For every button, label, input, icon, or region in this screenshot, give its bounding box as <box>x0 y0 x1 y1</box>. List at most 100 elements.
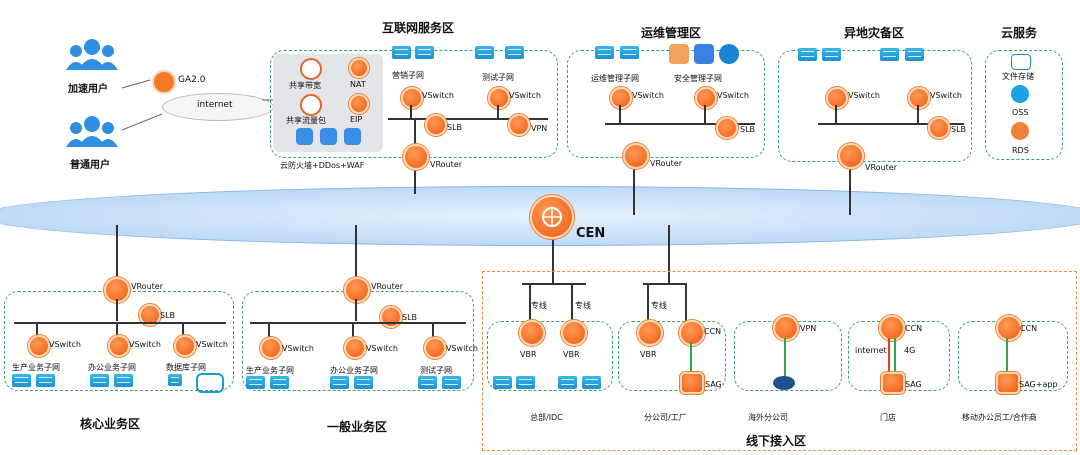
vswitch-label: VSwitch <box>930 91 962 100</box>
vswitch-label: VSwitch <box>129 340 161 349</box>
waf-icon <box>344 128 361 145</box>
test-subnet-label: 测试子网 <box>420 366 452 375</box>
vswitch-label: VSwitch <box>196 340 228 349</box>
ccn-label: CCN <box>704 327 722 336</box>
vswitch-icon <box>908 87 930 109</box>
vswitch-icon <box>260 337 282 359</box>
vswitch-label: VSwitch <box>282 344 314 353</box>
slb-icon <box>928 117 950 139</box>
offline-zone-title: 线下接入区 <box>746 434 807 448</box>
slb-icon <box>425 114 447 136</box>
slb-label: SLB <box>740 125 756 134</box>
cen-icon <box>530 195 574 239</box>
vpn-label: VPN <box>800 324 817 333</box>
vbr-label: VBR <box>640 350 657 359</box>
prod-subnet-label: 生产业务子网 <box>246 366 294 375</box>
slb-icon <box>380 306 402 328</box>
file-storage-label: 文件存储 <box>1002 72 1034 81</box>
vswitch-icon <box>108 335 130 357</box>
offline-zone-box <box>482 271 1077 451</box>
vswitch-label: VSwitch <box>509 91 541 100</box>
vpn-icon <box>508 114 530 136</box>
office-subnet-label: 办公业务子网 <box>330 366 378 375</box>
dr-zone-box <box>778 50 972 162</box>
eip-label: EIP <box>350 115 363 124</box>
test-subnet-label: 测试子网 <box>482 73 514 82</box>
vbr-icon <box>519 320 545 346</box>
firewall-icon <box>296 128 313 145</box>
ccn-icon <box>996 315 1022 341</box>
vrouter-label: VRouter <box>131 282 163 291</box>
vswitch-label: VSwitch <box>422 91 454 100</box>
internet-cloud <box>162 93 274 121</box>
vswitch-label: VSwitch <box>49 340 81 349</box>
sag-icon <box>680 372 704 394</box>
sag-app-label: SAG+app <box>1019 380 1058 389</box>
line-label: 专线 <box>531 301 547 310</box>
slb-label: SLB <box>951 125 967 134</box>
dr-zone-title: 异地灾备区 <box>844 26 905 40</box>
shared-bandwidth-label: 共享带宽 <box>289 81 321 90</box>
vbr-icon <box>637 320 663 346</box>
firewall-label: 云防火墙+DDos+WAF <box>280 161 365 170</box>
cloud-zone-box <box>985 50 1063 160</box>
eip-icon <box>349 94 369 114</box>
db-subnet-label: 数据库子网 <box>166 363 206 372</box>
sag-label: SAG <box>705 380 722 389</box>
rds-icon <box>1011 122 1029 140</box>
vrouter-label: VRouter <box>650 159 682 168</box>
cloud-zone-title: 云服务 <box>1001 26 1038 40</box>
vrouter-icon <box>623 143 649 169</box>
ga-label: GA2.0 <box>178 75 206 85</box>
office-subnet-label: 办公业务子网 <box>88 363 136 372</box>
shared-bandwidth-icon <box>300 58 322 80</box>
lock-icon <box>669 44 689 64</box>
mobile-label: 移动办公员工/合作商 <box>962 413 1037 422</box>
vrouter-label: VRouter <box>371 282 403 291</box>
slb-icon <box>716 117 738 139</box>
db-hex-icon <box>196 373 224 393</box>
file-storage-icon <box>1011 54 1031 70</box>
sag-icon <box>996 372 1020 394</box>
sag-icon <box>881 372 905 394</box>
vbr-icon <box>561 320 587 346</box>
vrouter-label: VRouter <box>865 163 897 172</box>
shared-traffic-label: 共享流量包 <box>286 116 326 125</box>
slb-label: SLB <box>447 123 463 132</box>
slb-label: SLB <box>160 311 176 320</box>
prod-subnet-label: 生产业务子网 <box>12 363 60 372</box>
vpn-label: VPN <box>531 124 548 133</box>
nat-label: NAT <box>350 80 366 89</box>
vrouter-icon <box>403 144 429 170</box>
slb-icon <box>139 304 161 326</box>
overseas-label: 海外分公司 <box>748 413 788 422</box>
ccn-label: CCN <box>905 324 923 333</box>
router-icon <box>773 376 795 390</box>
core-zone-title: 核心业务区 <box>80 417 141 431</box>
general-zone-title: 一般业务区 <box>327 420 388 434</box>
vrouter-icon <box>104 277 130 303</box>
vswitch-icon <box>488 87 510 109</box>
oss-icon <box>1011 85 1029 103</box>
sag-label: SAG <box>905 380 922 389</box>
ga-globe-icon <box>152 70 176 94</box>
branch-box <box>618 321 726 391</box>
ccn-label: CCN <box>1020 324 1038 333</box>
rds-label: RDS <box>1012 146 1029 155</box>
vpn-icon <box>773 315 799 341</box>
user-group-icon <box>66 116 118 147</box>
ccn-icon <box>879 315 905 341</box>
hq-label: 总部/IDC <box>530 413 563 422</box>
slb-label: SLB <box>402 313 418 322</box>
nat-icon <box>349 58 369 78</box>
vrouter-label: VRouter <box>430 160 462 169</box>
store-label: 门店 <box>880 413 896 422</box>
vswitch-icon <box>610 87 632 109</box>
marketing-subnet-label: 营销子网 <box>392 71 424 80</box>
ops-zone-title: 运维管理区 <box>641 26 702 40</box>
internet-label: internet <box>855 346 887 355</box>
oss-label: OSS <box>1012 108 1029 117</box>
vswitch-icon <box>424 337 446 359</box>
ddos-icon <box>320 128 337 145</box>
